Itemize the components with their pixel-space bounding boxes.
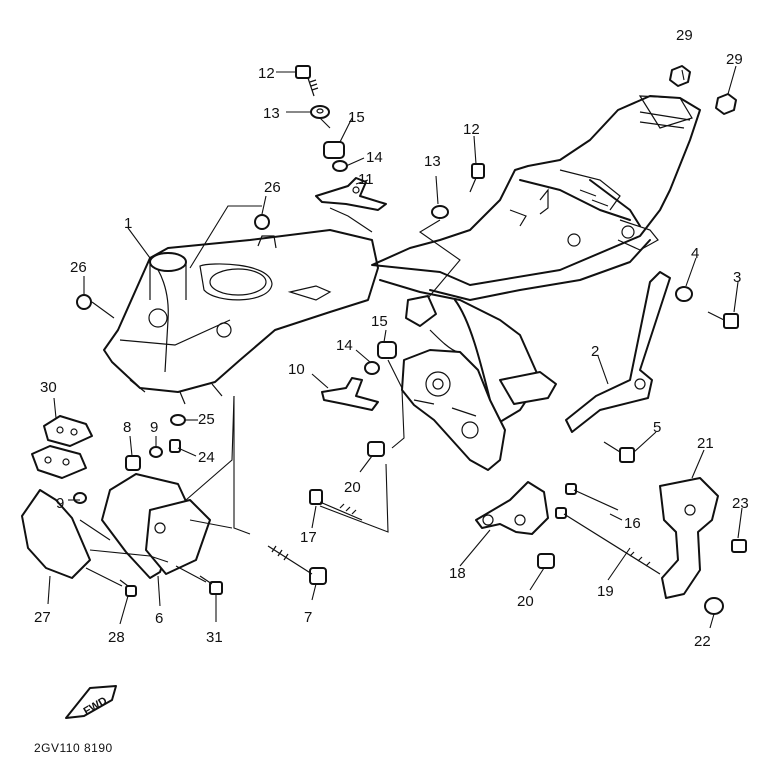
callout-20b: 20 [517,593,534,610]
callout-18: 18 [449,565,466,582]
callout-29a: 29 [676,27,693,44]
engine-mount-cluster [401,295,557,471]
callout-12a: 12 [258,65,275,82]
callout-29b: 29 [726,51,743,68]
grommet-15-mid [377,341,397,359]
bolt-12-right [469,163,485,193]
callout-5: 5 [653,419,661,436]
callout-27: 27 [34,609,51,626]
callout-13a: 13 [263,105,280,122]
washer-13-top [310,105,330,119]
bolt-24 [169,439,181,453]
callout-4: 4 [691,245,699,262]
drawing-code: 2GV110 8190 [34,741,113,755]
callout-1: 1 [124,215,132,232]
bolt-17 [309,489,363,521]
nut-22 [704,597,724,615]
callout-8: 8 [123,419,131,436]
callout-23: 23 [732,495,749,512]
bolt-28 [119,579,137,597]
nut-8 [125,455,141,471]
callout-24: 24 [198,449,215,466]
callout-31: 31 [206,629,223,646]
leader-lines [47,65,743,629]
callout-19: 19 [597,583,614,600]
bolt-3 [707,311,739,329]
callout-22: 22 [694,633,711,650]
nut-29-a [669,65,691,87]
callout-13b: 13 [424,153,441,170]
callout-30: 30 [40,379,57,396]
callout-17: 17 [300,529,317,546]
callout-26a: 26 [264,179,281,196]
washer-9-a [149,446,163,458]
callout-12b: 12 [463,121,480,138]
bolt-23 [731,539,747,553]
rear-bracket [565,271,671,433]
fwd-arrow-icon [65,685,117,719]
callout-7: 7 [304,609,312,626]
callout-11: 11 [358,171,374,188]
bracket-10 [321,377,379,411]
bracket-6 [101,473,211,579]
callout-9a: 9 [150,419,158,436]
bolt-7 [267,545,327,585]
callout-15a: 15 [348,109,365,126]
callout-14b: 14 [336,337,353,354]
callout-labels: 1 2 3 4 5 6 7 8 9 9 10 11 12 12 13 13 14… [34,27,749,650]
bolt-19 [555,507,661,575]
callout-6: 6 [155,610,163,627]
callout-10: 10 [288,361,305,378]
nut-26-top [254,214,270,230]
bolt-5 [603,441,635,463]
cover-21 [659,477,719,599]
callout-25: 25 [198,411,215,428]
washer-25 [170,414,186,426]
callout-2: 2 [591,343,599,360]
callout-26b: 26 [70,259,87,276]
washer-13-right [431,205,449,219]
collar-14-mid [364,361,380,375]
bolt-12-top [295,65,319,97]
nut-29-b [715,93,737,115]
head-tube [149,252,187,300]
callout-20a: 20 [344,479,361,496]
washer-9-b [73,492,87,504]
nut-20-bottom [537,553,555,569]
frame-rails [371,95,701,426]
callout-9b: 9 [56,495,64,512]
bolt-31 [199,575,223,595]
collar-14-top [332,160,348,172]
cover-27 [21,489,91,579]
callout-21: 21 [697,435,714,452]
bracket-18 [475,481,549,535]
nut-26-left [76,294,92,310]
bolt-16 [565,483,619,511]
bracket-30 [31,415,93,479]
callout-28: 28 [108,629,125,646]
washer-4 [675,286,693,302]
grommet-15-top [323,141,345,159]
callout-3: 3 [733,269,741,286]
nut-20-mid [367,441,385,457]
callout-14a: 14 [366,149,383,166]
callout-15b: 15 [371,313,388,330]
bracket-11 [315,177,387,211]
frame-backbone [103,229,379,405]
callout-16: 16 [624,515,641,532]
